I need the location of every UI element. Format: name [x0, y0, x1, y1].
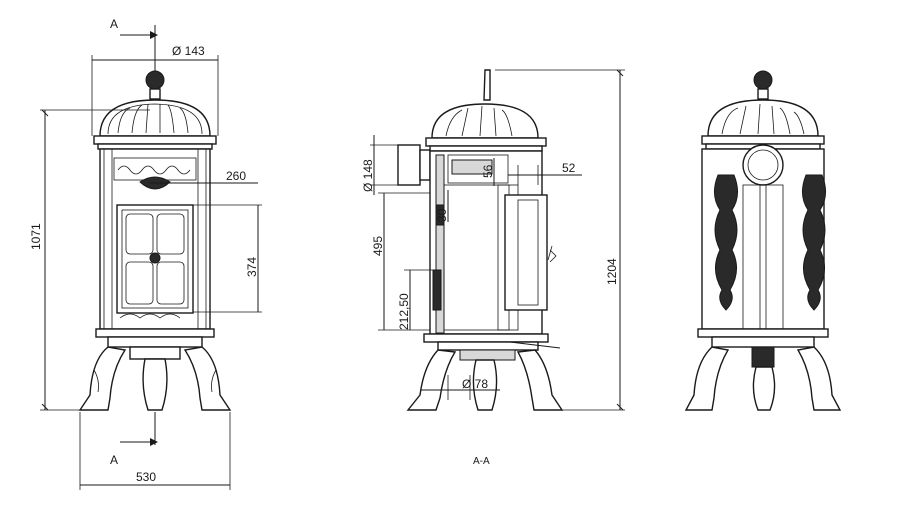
door-height-label: 374	[245, 257, 259, 277]
dim-56: 56	[481, 158, 495, 186]
front-base	[78, 328, 232, 411]
dim-52-label: 52	[562, 161, 576, 175]
front-body	[99, 148, 211, 330]
dim-495: 495	[371, 192, 430, 331]
dim-leg-diameter: Ø 78	[420, 375, 500, 400]
dim-30-label: 30	[435, 208, 449, 222]
section-marker-top-label: A	[110, 17, 118, 31]
dim-495-label: 495	[371, 236, 385, 256]
section-flue	[483, 69, 491, 101]
dim-212-50-label: 212,50	[397, 293, 411, 330]
side-view	[684, 70, 842, 411]
rear-flue-outlet	[397, 144, 421, 186]
door-width-label: 260	[226, 169, 246, 183]
dim-30: 30	[435, 190, 449, 222]
dim-front-total-height: 1071	[29, 109, 150, 411]
front-finial	[145, 70, 165, 100]
side-ornament-left	[714, 174, 738, 311]
front-view: Ø 143 A A 1071 260	[29, 17, 262, 490]
section-view: Ø 148 495 212,50 30 56 52	[361, 69, 625, 467]
base-width-label: 530	[136, 470, 156, 484]
dim-door-height: 374	[193, 204, 262, 313]
section-marker-bottom: A	[110, 412, 158, 467]
dim-56-label: 56	[481, 164, 495, 178]
section-marker-bottom-label: A	[110, 453, 118, 467]
section-caption: A-A	[473, 456, 490, 467]
dim-flue-diameter: Ø 148	[361, 135, 400, 195]
front-diameter-label: Ø 143	[172, 44, 205, 58]
side-flue-ring	[742, 144, 784, 186]
front-total-height-label: 1071	[29, 223, 43, 250]
side-ornament-right	[802, 174, 826, 311]
front-dome	[93, 99, 217, 150]
dim-base-width: 530	[79, 412, 231, 490]
dim-front-diameter: Ø 143	[91, 44, 219, 136]
leg-diameter-label: Ø 78	[462, 377, 488, 391]
section-marker-top: A	[110, 17, 158, 72]
dim-212-50: 212,50	[397, 269, 436, 330]
dim-door-width: 260	[150, 169, 258, 184]
dim-section-total-height: 1204	[495, 69, 625, 411]
dim-52: 52	[508, 161, 582, 185]
section-total-height-label: 1204	[605, 258, 619, 285]
flue-diameter-label: Ø 148	[361, 159, 375, 192]
